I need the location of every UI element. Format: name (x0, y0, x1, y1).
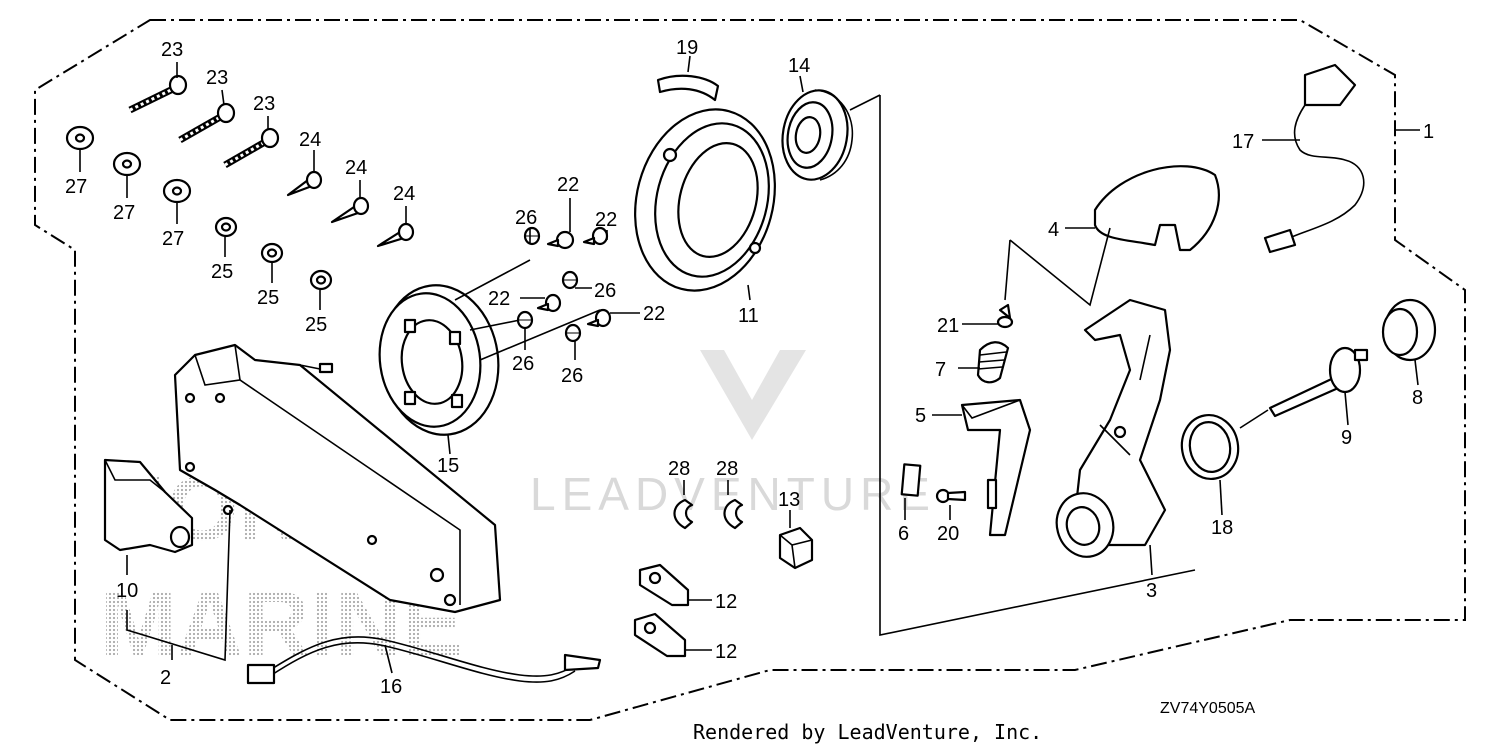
callout-26c: 26 (512, 353, 534, 375)
nut-25b (260, 242, 284, 264)
screw-20 (935, 488, 967, 504)
callout-23b: 23 (206, 67, 228, 89)
callout-6: 6 (898, 523, 909, 545)
nut-25a (214, 216, 238, 238)
subassembly-outline (849, 94, 1196, 636)
callout-20: 20 (937, 523, 959, 545)
footer-credit: Rendered by LeadVenture, Inc. (693, 720, 1042, 744)
flange-15 (378, 259, 601, 436)
cover-4 (1093, 165, 1220, 252)
nut-25c (309, 269, 333, 291)
lever-handle-10 (103, 458, 194, 554)
callout-8: 8 (1412, 387, 1423, 409)
callout-28b: 28 (716, 458, 738, 480)
callout-14: 14 (788, 55, 810, 77)
washer-26d (564, 323, 582, 343)
callout-24a: 24 (299, 129, 321, 151)
band-19 (656, 74, 720, 102)
washer-27b (112, 151, 142, 177)
callout-12a: 12 (715, 591, 737, 613)
callout-13: 13 (778, 489, 800, 511)
hardware-group (65, 74, 415, 291)
callout-labels: 1 2 3 4 5 6 7 8 9 10 11 12 12 13 14 15 1… (65, 37, 1434, 698)
callout-26d: 26 (561, 365, 583, 387)
switch-17 (1263, 63, 1365, 254)
callout-7: 7 (935, 359, 946, 381)
screw-24a (286, 170, 323, 197)
washer-26a (523, 226, 541, 246)
bolt-23c (223, 127, 280, 169)
arm-3 (1055, 298, 1172, 558)
callout-25b: 25 (257, 287, 279, 309)
clip-28b (723, 498, 744, 530)
washer-27a (65, 125, 95, 151)
callout-11: 11 (738, 305, 759, 327)
clip-28a (673, 498, 694, 530)
callout-26b: 26 (594, 280, 616, 302)
callout-23c: 23 (253, 93, 275, 115)
callout-24b: 24 (345, 157, 367, 179)
screw-22b (582, 226, 609, 246)
cap-8 (1381, 298, 1437, 362)
callout-22d: 22 (643, 303, 665, 325)
bolt-23a (128, 74, 188, 114)
callout-27b: 27 (113, 202, 135, 224)
screw-24c (376, 222, 415, 248)
callout-5: 5 (915, 405, 926, 427)
callout-12b: 12 (715, 641, 737, 663)
screw-22a (546, 230, 575, 250)
pad-6 (900, 463, 922, 497)
callout-27a: 27 (65, 176, 87, 198)
washer-27c (162, 178, 192, 204)
callout-25a: 25 (211, 261, 233, 283)
lever-5 (960, 398, 1032, 537)
callout-3: 3 (1146, 580, 1157, 602)
assembly-outline (34, 19, 1466, 721)
bracket-12b (633, 612, 687, 658)
spring-7 (976, 341, 1010, 384)
callout-27c: 27 (162, 228, 184, 250)
callout-24c: 24 (393, 183, 415, 205)
callout-28a: 28 (668, 458, 690, 480)
callout-16: 16 (380, 676, 402, 698)
callout-22b: 22 (595, 209, 617, 231)
leadventure-watermark: LEADVENTURE (530, 350, 930, 520)
callout-4: 4 (1048, 219, 1059, 241)
screw-24b (330, 196, 370, 224)
callout-19: 19 (676, 37, 698, 59)
control-housing (173, 343, 502, 614)
callout-23a: 23 (161, 39, 183, 61)
diagram-code: ZV74Y0505A (1160, 700, 1256, 717)
callout-25c: 25 (305, 314, 327, 336)
washer-26c (516, 310, 534, 330)
leader-lines (79, 55, 1420, 674)
callout-18: 18 (1211, 517, 1233, 539)
ring-11 (634, 108, 776, 292)
callout-2: 2 (160, 667, 171, 689)
screw-22d (586, 308, 612, 328)
washer-18 (1180, 414, 1240, 480)
callout-17: 17 (1232, 131, 1254, 153)
callout-10: 10 (116, 580, 138, 602)
bracket-12a (638, 563, 690, 607)
callout-22c: 22 (488, 288, 510, 310)
washer-26b (561, 270, 579, 290)
callout-26a: 26 (515, 207, 537, 229)
callout-22a: 22 (557, 174, 579, 196)
bolt-23b (178, 102, 236, 144)
screw-21 (996, 303, 1014, 329)
harness-16 (246, 636, 602, 685)
callout-21: 21 (937, 315, 959, 337)
callout-9: 9 (1341, 427, 1352, 449)
shaft-9 (1268, 346, 1369, 418)
block-13 (778, 526, 814, 570)
callout-1: 1 (1423, 121, 1434, 143)
screws-22-26 (516, 226, 612, 343)
screw-22c (536, 293, 562, 313)
callout-15: 15 (437, 455, 459, 477)
gear-14 (781, 89, 854, 181)
